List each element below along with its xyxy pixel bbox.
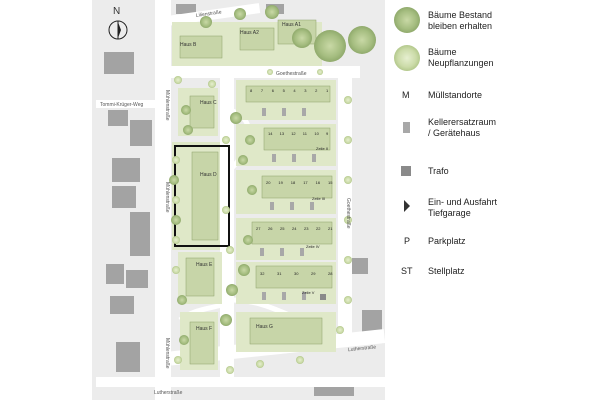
legend-new-trees-line1: Bäume: [428, 47, 457, 57]
label-haus-a2: Haus A2: [240, 30, 259, 36]
legend-trafo-icon: [401, 166, 411, 176]
legend-waste-symbol: M: [402, 90, 410, 100]
row-unit-number: 16: [316, 180, 321, 185]
legend-garage-arrow-icon: [404, 200, 410, 212]
legend-stellplatz-symbol: ST: [401, 266, 413, 276]
label-haus-c: Haus C: [200, 100, 217, 106]
row-unit-number: 1: [326, 88, 329, 93]
row-4-building: [251, 221, 333, 245]
legend-storage-icon: [403, 122, 410, 133]
legend-waste-label: Müllstandorte: [428, 90, 482, 100]
highlight-frame-haus-d: [174, 145, 230, 247]
row-unit-number: 24: [292, 226, 297, 231]
label-row-3: Zeile III: [312, 196, 325, 201]
buildings: [179, 19, 333, 365]
street-label-muehle-mid: Mühlenstraße: [164, 182, 170, 213]
label-haus-d: Haus D: [200, 172, 217, 178]
row-unit-number: 13: [280, 131, 285, 136]
haus-f-building: [189, 321, 215, 365]
street-label-tommi: Tommi-Krüger-Weg: [100, 102, 143, 108]
storage-units: [260, 108, 326, 300]
legend-garage-line1: Ein- und Ausfahrt: [428, 197, 498, 207]
row-unit-number: 14: [268, 131, 273, 136]
row-unit-number: 27: [256, 226, 261, 231]
row-unit-number: 12: [291, 131, 296, 136]
label-haus-a1: Haus A1: [282, 22, 301, 28]
existing-trees: [169, 5, 376, 345]
street-label-top-horizontal: Goethestraße: [276, 71, 307, 77]
north-label: N: [113, 6, 120, 17]
row-unit-number: 6: [272, 88, 275, 93]
label-haus-f: Haus F: [196, 326, 212, 332]
row-unit-number: 8: [250, 88, 253, 93]
street-label-lutherstrasse-left: Lutherstraße: [154, 390, 183, 396]
row-unit-number: 11: [303, 131, 308, 136]
legend: Bäume Bestand bleiben erhalten Bäume Neu…: [394, 7, 498, 276]
street-label-lutherstrasse: Lutherstraße: [348, 344, 377, 353]
row-unit-number: 26: [268, 226, 273, 231]
row-unit-number: 21: [328, 226, 333, 231]
row-3-building: [261, 175, 333, 199]
legend-existing-tree-icon: [394, 7, 420, 33]
row-unit-number: 4: [293, 88, 296, 93]
legend-storage-line1: Kellerersatzraum: [428, 117, 496, 127]
row-unit-number: 31: [277, 271, 282, 276]
legend-parking-symbol: P: [404, 236, 410, 246]
row-unit-number: 19: [278, 180, 283, 185]
legend-existing-trees-line2: bleiben erhalten: [428, 21, 492, 31]
row-unit-number: 2: [315, 88, 318, 93]
row-unit-number: 23: [304, 226, 309, 231]
label-row-2: Zeile II: [316, 146, 328, 151]
row-unit-number: 3: [304, 88, 307, 93]
haus-e-building: [185, 257, 215, 297]
label-row-4: Zeile IV: [306, 244, 320, 249]
row-unit-number: 17: [303, 180, 308, 185]
north-arrow: N: [108, 6, 128, 40]
legend-new-trees-line2: Neupflanzungen: [428, 58, 494, 68]
legend-trafo-label: Trafo: [428, 166, 449, 176]
row-unit-number: 9: [326, 131, 329, 136]
legend-stellplatz-label: Stellplatz: [428, 266, 465, 276]
row-unit-number: 22: [316, 226, 321, 231]
new-trees: [172, 69, 352, 374]
row-2-building: [263, 127, 331, 151]
street-label-muehle-top: Mühlenstraße: [164, 90, 170, 121]
street-label-muehle-bottom: Mühlenstraße: [164, 338, 170, 369]
row-unit-number: 18: [291, 180, 296, 185]
legend-storage-line2: / Gerätehaus: [428, 128, 481, 138]
row-5-building: [255, 265, 333, 289]
label-haus-e: Haus E: [196, 262, 213, 268]
row-unit-number: 20: [266, 180, 271, 185]
row-unit-number: 30: [294, 271, 299, 276]
row-unit-number: 7: [261, 88, 264, 93]
legend-parking-label: Parkplatz: [428, 236, 466, 246]
row-unit-number: 29: [311, 271, 316, 276]
label-haus-g: Haus G: [256, 324, 273, 330]
label-row-5: Zeile V: [302, 290, 315, 295]
row-unit-number: 15: [328, 180, 333, 185]
haus-b-building: [179, 35, 223, 59]
row-unit-number: 10: [314, 131, 319, 136]
street-label-lilienstrasse: Lilienstraße: [196, 9, 223, 19]
row-unit-number: 32: [260, 271, 265, 276]
row-unit-number: 25: [280, 226, 285, 231]
haus-a2-building: [239, 27, 275, 51]
roads: [96, 0, 386, 400]
row-1-building: [245, 85, 331, 103]
label-haus-b: Haus B: [180, 42, 197, 48]
legend-existing-trees-line1: Bäume Bestand: [428, 10, 492, 20]
row-unit-number: 28: [328, 271, 333, 276]
haus-c-building: [189, 95, 215, 129]
legend-new-tree-icon: [394, 45, 420, 71]
row-unit-number: 5: [283, 88, 286, 93]
street-label-right-vertical: Goethestraße: [345, 198, 351, 229]
haus-d-building: [191, 151, 219, 241]
legend-garage-line2: Tiefgarage: [428, 208, 471, 218]
haus-g-building: [249, 317, 323, 345]
